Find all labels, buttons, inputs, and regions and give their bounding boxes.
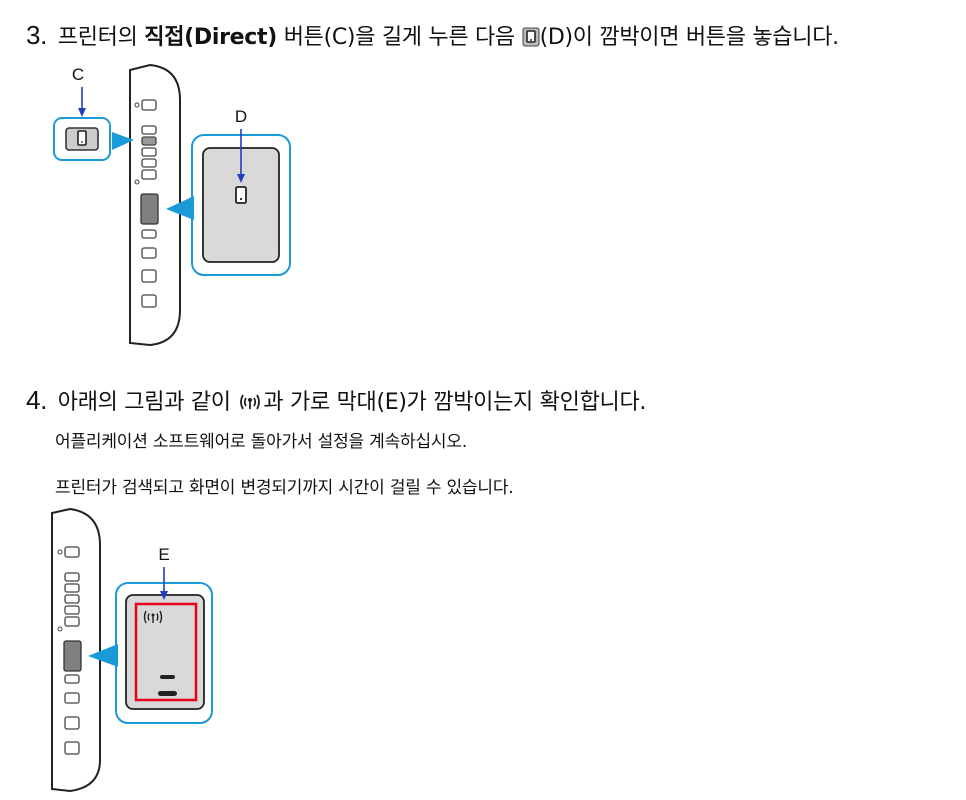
step-3-text-middle: 버튼(C)을 길게 누른 다음: [277, 25, 522, 50]
step-4-note-1: 어플리케이션 소프트웨어로 돌아가서 설정을 계속하십시오.: [55, 432, 468, 452]
screen-wireless-icon: [143, 610, 163, 624]
callout-d-pointer: [166, 196, 194, 220]
panel-screen-button: [140, 193, 159, 225]
screen-bar-2: [158, 691, 177, 696]
step-4-figure: E: [51, 507, 213, 793]
panel-screen-button: [63, 640, 82, 672]
step-3-text-after: (D)이 깜박이면 버튼을 놓습니다.: [539, 25, 840, 50]
step-3-text-before: 프린터의: [57, 25, 145, 50]
phone-icon: [522, 27, 540, 47]
label-e: E: [158, 545, 169, 564]
step-3-figure: C D: [53, 63, 291, 347]
step-3-heading: 3. 프린터의 직접(Direct) 버튼(C)을 길게 누른 다음 (D)이 …: [26, 20, 839, 53]
step-4-heading: 4. 아래의 그림과 같이 과 가로 막대(E)가 깜박이는지 확인합니다.: [26, 385, 646, 418]
label-d: D: [235, 107, 247, 126]
step-4-number: 4.: [26, 385, 48, 415]
label-c: C: [72, 65, 84, 84]
callout-c-pointer: [112, 132, 134, 150]
screen-bar-1: [160, 675, 175, 679]
highlight-e-frame: [134, 602, 198, 702]
step-3-number: 3.: [26, 20, 48, 50]
callout-e-pointer: [88, 644, 118, 667]
step-4-note-2: 프린터가 검색되고 화면이 변경되기까지 시간이 걸릴 수 있습니다.: [55, 478, 514, 498]
step-4-text-before: 아래의 그림과 같이: [57, 390, 238, 415]
wireless-icon: [240, 394, 261, 410]
step-3-direct-label: 직접(Direct): [144, 25, 277, 50]
step-4-text-after: 과 가로 막대(E)가 깜박이는지 확인합니다.: [263, 390, 647, 415]
